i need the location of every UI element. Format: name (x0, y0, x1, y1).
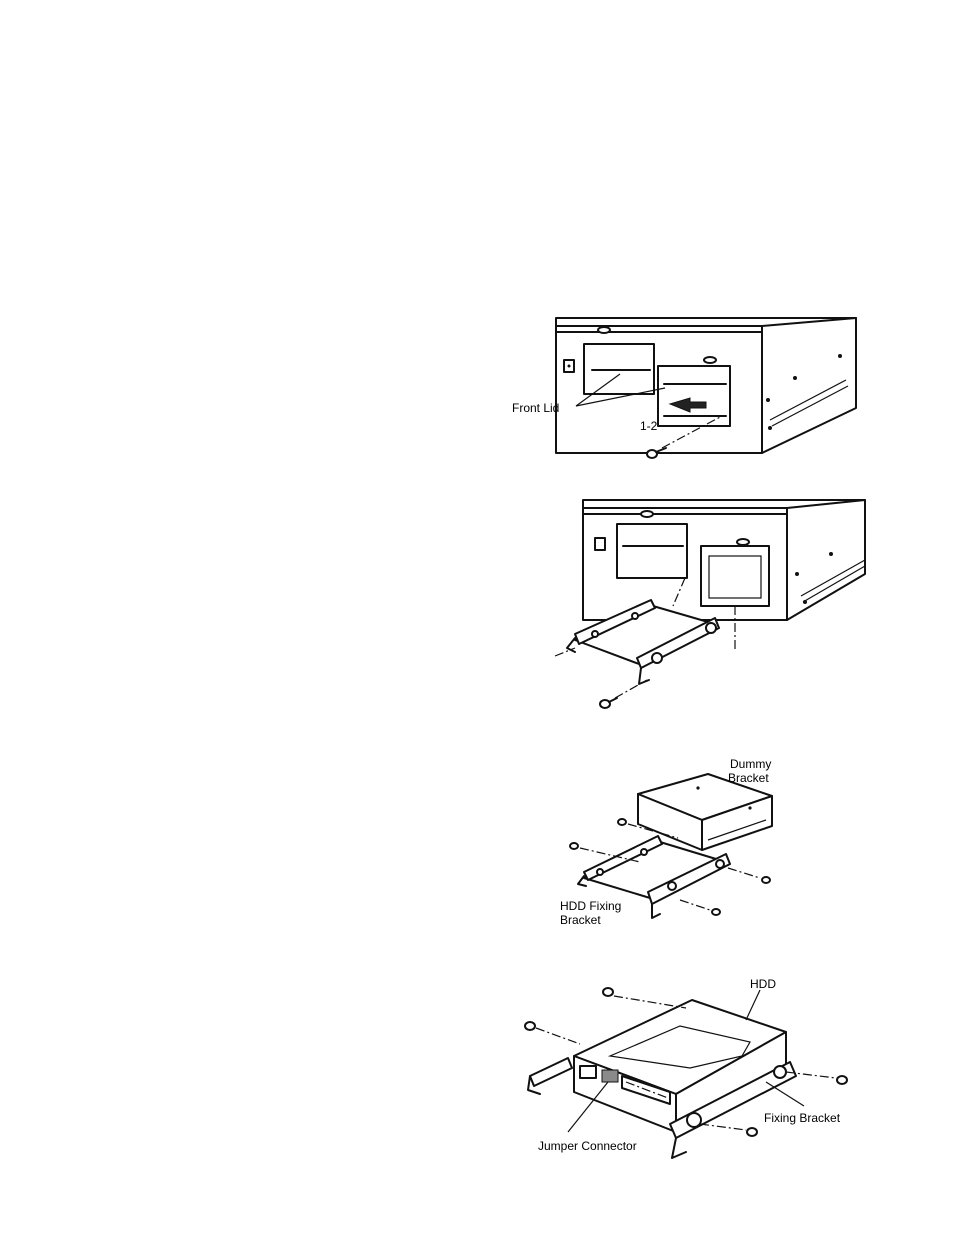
figure-dummy-bracket: Dummy Bracket HDD Fixing Bracket (550, 752, 840, 932)
label-dummy-line1: Dummy (730, 757, 771, 771)
front-lid-illustration: Front Lid 1-2 (500, 308, 872, 468)
label-jumper-connector: Jumper Connector (538, 1139, 637, 1153)
chassis-side (787, 500, 865, 620)
power-connector (580, 1066, 596, 1078)
screw-icon (603, 988, 613, 996)
screw-icon (600, 698, 617, 708)
power-button (595, 538, 605, 550)
label-hdd-fixing-line2: Bracket (560, 913, 601, 927)
left-bay (617, 524, 687, 578)
label-dummy-line2: Bracket (728, 771, 769, 785)
figure-front-lid: Front Lid 1-2 (500, 308, 872, 468)
label-step: 1-2 (640, 419, 658, 433)
screw-icon (570, 843, 578, 849)
label-front-lid: Front Lid (512, 401, 559, 415)
chassis-side (762, 318, 856, 453)
hdd-assembly-illustration: HDD Fixing Bracket Jumper Connector (510, 972, 862, 1168)
top-screw-right (704, 357, 716, 363)
jumper-connector (602, 1070, 618, 1082)
hdd-body (574, 1000, 786, 1132)
figure-bracket-removal (535, 488, 875, 718)
screw-icon (525, 1022, 535, 1030)
label-hdd: HDD (750, 977, 776, 991)
figure-hdd-assembly: HDD Fixing Bracket Jumper Connector (510, 972, 862, 1168)
screw-icon (837, 1076, 847, 1084)
screw-icon (762, 877, 770, 883)
top-screw-left (598, 327, 610, 333)
right-bay-open (701, 546, 769, 606)
label-hdd-fixing-line1: HDD Fixing (560, 899, 621, 913)
screw-icon (712, 909, 720, 915)
screw-icon (618, 819, 626, 825)
screw-icon (747, 1128, 757, 1136)
dummy-bracket-illustration: Dummy Bracket HDD Fixing Bracket (550, 752, 840, 932)
label-fixing-bracket: Fixing Bracket (764, 1111, 841, 1125)
bracket-removal-illustration (535, 488, 875, 718)
